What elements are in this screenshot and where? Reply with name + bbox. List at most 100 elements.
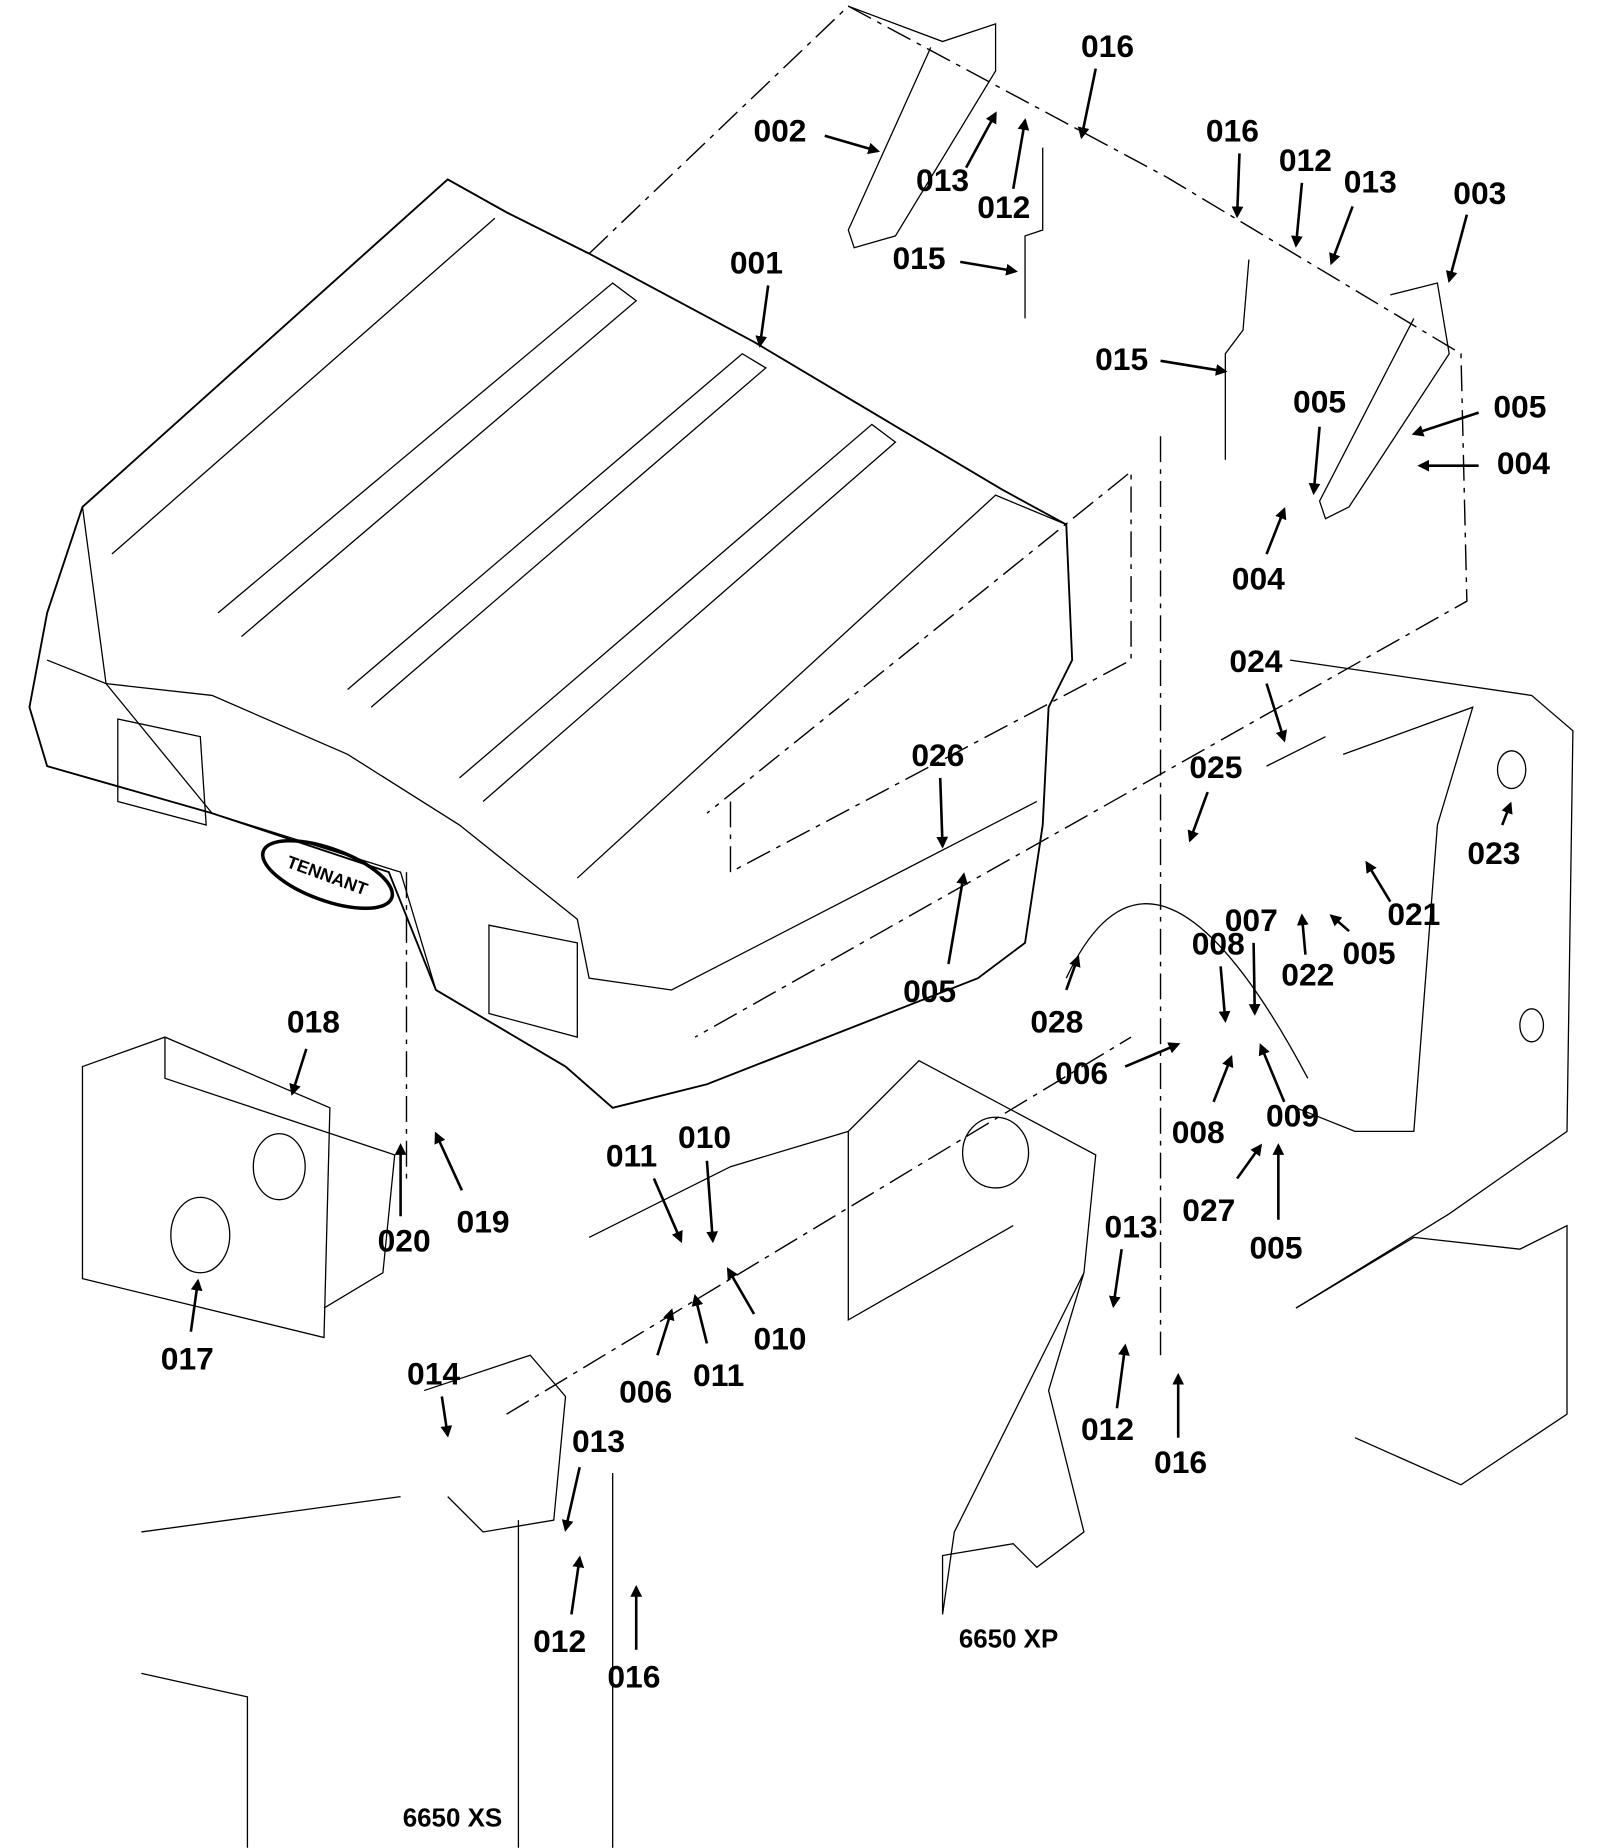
callout-006: 006 [619, 1308, 675, 1409]
callout-label: 005 [1493, 388, 1546, 424]
callout-004: 004 [1417, 445, 1550, 481]
callout-label: 005 [1293, 384, 1346, 420]
callout-label: 012 [1279, 142, 1332, 178]
callout-label: 004 [1497, 445, 1550, 481]
callout-arrow [1258, 1043, 1286, 1103]
callout-label: 006 [1055, 1055, 1108, 1091]
callout-004: 004 [1232, 507, 1287, 596]
callout-label: 012 [1081, 1411, 1134, 1447]
callout-008: 008 [1172, 1054, 1234, 1150]
callout-arrow [1011, 118, 1030, 190]
callout-label: 006 [619, 1373, 672, 1409]
callout-022: 022 [1281, 913, 1334, 992]
callout-016: 016 [1077, 28, 1134, 140]
tennant-logo: TENNANT [260, 838, 395, 911]
callout-label: 013 [572, 1423, 625, 1459]
callout-arrow [947, 872, 968, 965]
callout-016: 016 [1154, 1372, 1207, 1480]
callout-arrow [1308, 426, 1321, 496]
callout-arrow [1329, 206, 1354, 266]
callout-023: 023 [1467, 801, 1520, 871]
callout-arrow [705, 1160, 718, 1244]
callout-005: 005 [903, 872, 968, 1009]
callout-012: 012 [533, 1555, 586, 1659]
callout-label: 017 [161, 1340, 214, 1376]
callout-002: 002 [753, 113, 881, 155]
callout-012: 012 [1081, 1343, 1134, 1447]
callout-label: 012 [533, 1623, 586, 1659]
callout-arrow [726, 1267, 756, 1315]
callout-arrow [1236, 1143, 1263, 1180]
callout-label: 009 [1266, 1098, 1319, 1134]
callout-label: 016 [1081, 28, 1134, 64]
callout-011: 011 [606, 1138, 683, 1244]
callout-label: 026 [911, 737, 964, 773]
callout-label: 014 [407, 1356, 460, 1392]
callout-012: 012 [1279, 142, 1332, 248]
callout-label: 010 [753, 1320, 806, 1356]
callout-arrow [1291, 182, 1304, 248]
callout-arrow [755, 285, 770, 348]
callout-arrow [1160, 359, 1228, 376]
callout-label: 027 [1182, 1192, 1235, 1228]
callout-label: 015 [1095, 341, 1148, 377]
callout-013: 013 [916, 111, 997, 198]
callout-arrow [1115, 1343, 1130, 1409]
callout-arrow [1212, 1054, 1234, 1103]
callout-017: 017 [161, 1278, 214, 1376]
callout-label: 008 [1192, 926, 1245, 962]
callout-label: 022 [1281, 956, 1334, 992]
callout-label: 010 [678, 1119, 731, 1155]
callout-020: 020 [378, 1143, 431, 1259]
callout-005: 005 [1249, 1143, 1303, 1266]
callout-007: 007 [1225, 902, 1278, 1016]
callout-arrow [561, 1466, 581, 1532]
callout-013: 013 [1329, 163, 1397, 266]
callout-arrow [1329, 914, 1350, 933]
callout-arrow [1108, 1248, 1123, 1309]
callout-label: 016 [607, 1658, 660, 1694]
frame-outlines [81, 5, 1574, 1848]
callout-arrow [1445, 214, 1469, 283]
callout-018: 018 [287, 1003, 340, 1096]
callout-005: 005 [1293, 384, 1346, 496]
callout-008: 008 [1192, 926, 1245, 1023]
callout-arrow [656, 1308, 675, 1356]
callout-arrow [1231, 153, 1244, 219]
callout-025: 025 [1187, 749, 1242, 843]
callout-arrow [1065, 954, 1081, 991]
callout-arrow [964, 111, 997, 169]
callout-label: 013 [1344, 163, 1397, 199]
callout-label: 007 [1225, 902, 1278, 938]
callout-label: 013 [916, 162, 969, 198]
callout-label: 016 [1206, 113, 1259, 149]
callout-label: 004 [1232, 560, 1285, 596]
callout-label: 008 [1172, 1114, 1225, 1150]
callout-label: 003 [1453, 175, 1506, 211]
callout-arrow [1187, 791, 1209, 843]
callout-arrow [1365, 860, 1392, 903]
callout-024: 024 [1229, 643, 1288, 743]
callout-arrow [434, 1131, 464, 1191]
callout-label: 013 [1105, 1208, 1158, 1244]
callout-arrow [960, 260, 1018, 276]
callout-label: 015 [892, 240, 945, 276]
callout-label: 024 [1229, 643, 1282, 679]
callout-arrow [1265, 507, 1287, 555]
callout-label: 019 [457, 1204, 510, 1240]
callout-arrow [652, 1177, 683, 1244]
callout-arrow [1265, 683, 1288, 743]
callout-010: 010 [678, 1119, 731, 1244]
callout-label: 016 [1154, 1444, 1207, 1480]
variant-label-6650-xs: 6650 XS [403, 1805, 502, 1833]
callout-label: 020 [378, 1223, 431, 1259]
callout-005: 005 [1329, 914, 1396, 971]
callout-014: 014 [407, 1356, 460, 1438]
callout-arrow [691, 1294, 709, 1344]
callout-028: 028 [1030, 954, 1083, 1039]
callout-015: 015 [1095, 341, 1228, 377]
callout-label: 005 [903, 973, 956, 1009]
callout-arrow [1411, 411, 1480, 437]
callout-label: 011 [606, 1138, 657, 1174]
